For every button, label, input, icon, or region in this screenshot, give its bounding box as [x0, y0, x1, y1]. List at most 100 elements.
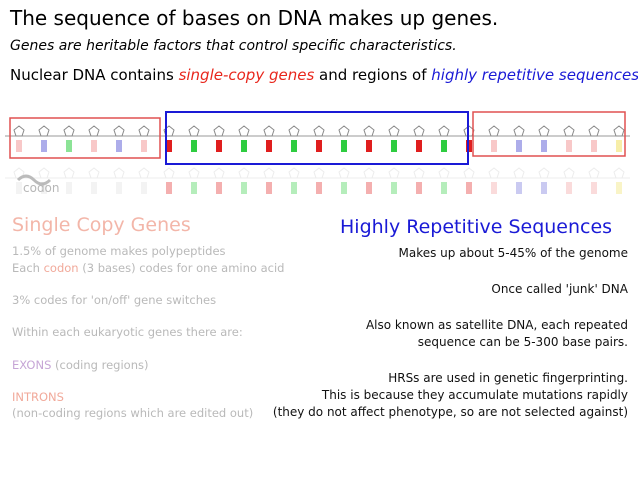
sugar-ring: [63, 125, 75, 137]
hrs-line-4a: HRSs are used in genetic fingerprinting.: [388, 371, 628, 385]
sugar-ring: [538, 167, 550, 179]
sugar-ring: [363, 167, 375, 179]
single-copy-title: Single Copy Genes: [12, 214, 191, 236]
sugar-ring: [88, 125, 100, 137]
nucleotide-base: [541, 140, 547, 152]
nucleotide-base: [316, 182, 322, 194]
sugar-ring: [288, 167, 300, 179]
nucleotide-base: [216, 140, 222, 152]
nucleotide-base: [191, 182, 197, 194]
sugar-ring: [413, 167, 425, 179]
nucleotide-base: [141, 182, 147, 194]
sugar-ring: [488, 167, 500, 179]
sugar-ring: [613, 125, 625, 137]
nucleotide-base: [341, 182, 347, 194]
sugar-ring: [613, 167, 625, 179]
sugar-ring: [363, 125, 375, 137]
nucleotide-base: [366, 140, 372, 152]
nucleotide-base: [441, 182, 447, 194]
nucleotide-base: [441, 140, 447, 152]
nucleotide-base: [616, 140, 622, 152]
sugar-ring: [38, 167, 50, 179]
sugar-ring: [388, 167, 400, 179]
highly-repetitive-term: highly repetitive sequences: [431, 66, 638, 84]
nucleotide-base: [266, 182, 272, 194]
single-copy-box-left: [9, 117, 161, 159]
sugar-ring: [238, 167, 250, 179]
nucleotide-base: [166, 182, 172, 194]
nucleotide-base: [41, 182, 47, 194]
sugar-ring: [263, 167, 275, 179]
nucleotide-base: [416, 182, 422, 194]
sugar-ring: [338, 167, 350, 179]
sugar-ring: [463, 167, 475, 179]
nucleotide-base: [216, 182, 222, 194]
nucleotide-base: [141, 140, 147, 152]
nucleotide-base: [591, 140, 597, 152]
nucleotide-base: [66, 140, 72, 152]
hrs-line-4c: (they do not affect phenotype, so are no…: [272, 405, 628, 419]
nucleotide-base: [566, 140, 572, 152]
nuclear-dna-statement: Nuclear DNA contains single-copy genes a…: [10, 66, 638, 84]
nucleotide-base: [266, 140, 272, 152]
codon-term: codon: [43, 261, 79, 275]
introns-desc: (non-coding regions which are edited out…: [12, 406, 254, 420]
single-copy-line-1: 1.5% of genome makes polypeptides: [12, 244, 226, 258]
sugar-ring: [313, 167, 325, 179]
nucleotide-base: [466, 182, 472, 194]
sugar-ring: [163, 167, 175, 179]
nucleotide-base: [116, 182, 122, 194]
hrs-line-1: Makes up about 5-45% of the genome: [398, 246, 628, 260]
nucleotide-base: [416, 140, 422, 152]
nucleotide-base: [166, 140, 172, 152]
nuclear-text-2: and regions of: [314, 66, 432, 84]
nucleotide-base: [391, 182, 397, 194]
nucleotide-base: [241, 140, 247, 152]
sugar-ring: [238, 125, 250, 137]
sugar-ring: [113, 167, 125, 179]
sugar-ring: [438, 167, 450, 179]
sugar-ring: [88, 167, 100, 179]
nucleotide-base: [116, 140, 122, 152]
sugar-ring: [213, 167, 225, 179]
sugar-ring: [563, 167, 575, 179]
nucleotide-base: [366, 182, 372, 194]
nucleotide-base: [41, 140, 47, 152]
nucleotide-base: [516, 140, 522, 152]
exons-desc: (coding regions): [51, 358, 149, 372]
sugar-ring: [513, 125, 525, 137]
sugar-ring: [188, 125, 200, 137]
exons-line: EXONS (coding regions): [12, 358, 148, 372]
nucleotide-base: [516, 182, 522, 194]
hrs-line-4b: This is because they accumulate mutation…: [321, 388, 628, 402]
sugar-ring: [513, 167, 525, 179]
sugar-ring: [138, 125, 150, 137]
nucleotide-base: [291, 182, 297, 194]
sugar-ring: [588, 167, 600, 179]
nucleotide-base: [391, 140, 397, 152]
hrs-line-3b: sequence can be 5-300 base pairs.: [417, 335, 628, 349]
nucleotide-base: [16, 182, 22, 194]
nucleotide-base: [316, 140, 322, 152]
sugar-ring: [338, 125, 350, 137]
nucleotide-base: [491, 140, 497, 152]
dna-strand-reflection: [5, 167, 630, 194]
hrs-title: Highly Repetitive Sequences: [340, 216, 613, 238]
repetitive-sequence-box: [165, 111, 469, 165]
single-copy-box-right: [472, 111, 626, 157]
sugar-ring: [388, 125, 400, 137]
nucleotide-base: [16, 140, 22, 152]
sugar-ring: [588, 125, 600, 137]
nucleotide-base: [291, 140, 297, 152]
introns-term: INTRONS: [12, 390, 64, 404]
sugar-ring: [488, 125, 500, 137]
nuclear-text-1: Nuclear DNA contains: [10, 66, 179, 84]
single-copy-genes-term: single-copy genes: [178, 66, 315, 84]
sugar-ring: [188, 167, 200, 179]
nucleotide-base: [491, 182, 497, 194]
sugar-ring: [563, 125, 575, 137]
nucleotide-base: [591, 182, 597, 194]
nucleotide-base: [341, 140, 347, 152]
sugar-ring: [138, 167, 150, 179]
sugar-ring: [438, 125, 450, 137]
